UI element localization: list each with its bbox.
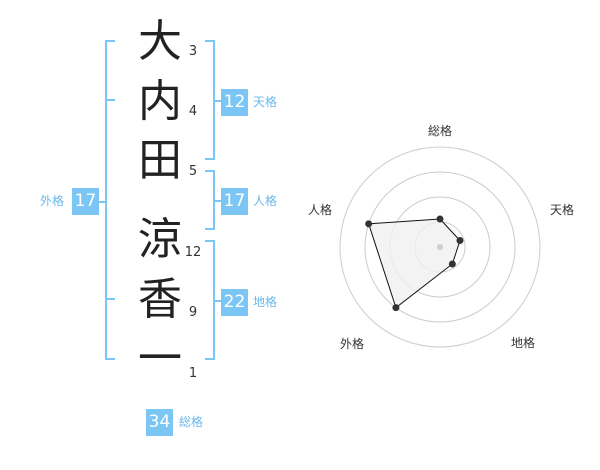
- jinkaku-connector: [215, 200, 221, 202]
- radar-label-jinkaku: 人格: [307, 203, 332, 217]
- gaikaku-value: 17: [72, 188, 99, 215]
- stroke-count-1: 3: [188, 44, 198, 59]
- radar-ring-3: [364, 171, 516, 323]
- stroke-count-6: 1: [188, 366, 198, 381]
- radar-point-5: [365, 220, 373, 228]
- soukaku-label: 総格: [179, 415, 204, 429]
- chikaku-label: 地格: [253, 295, 278, 309]
- radar-point-2: [456, 237, 464, 245]
- name-char-2: 内: [138, 76, 182, 127]
- chikaku-connector: [215, 300, 221, 302]
- chikaku-bracket: [205, 240, 215, 360]
- soukaku-value: 34: [146, 409, 173, 436]
- radar-center-dot: [437, 244, 443, 250]
- radar-point-3: [448, 260, 456, 268]
- stroke-count-5: 9: [188, 305, 198, 320]
- stroke-count-2: 4: [188, 104, 198, 119]
- tenkaku-value: 12: [221, 89, 248, 116]
- gaikaku-connector: [99, 201, 105, 203]
- radar-point-4: [392, 304, 400, 312]
- gaikaku-bracket-tick-top: [105, 99, 115, 101]
- name-char-4: 涼: [138, 214, 182, 265]
- tenkaku-bracket: [205, 40, 215, 160]
- radar-label-chikaku: 地格: [510, 336, 535, 350]
- radar-label-soukaku: 総格: [427, 124, 452, 138]
- radar-polygon: [367, 218, 461, 309]
- tenkaku-connector: [215, 100, 221, 102]
- jinkaku-label: 人格: [253, 194, 278, 208]
- name-char-1: 大: [138, 16, 182, 67]
- stroke-count-3: 5: [188, 164, 198, 179]
- radar-ring-4: [339, 146, 541, 348]
- stroke-count-4: 12: [184, 245, 202, 260]
- name-char-5: 香: [138, 274, 182, 325]
- gaikaku-bracket: [105, 40, 115, 360]
- jinkaku-bracket: [205, 170, 215, 230]
- radar-label-gaikaku: 外格: [339, 337, 364, 351]
- radar-label-tenkaku: 天格: [549, 203, 574, 217]
- gaikaku-label: 外格: [40, 194, 65, 208]
- jinkaku-value: 17: [221, 188, 248, 215]
- radar-point-1: [436, 215, 444, 223]
- tenkaku-label: 天格: [253, 95, 278, 109]
- chikaku-value: 22: [221, 289, 248, 316]
- name-char-6: 一: [138, 333, 182, 384]
- gaikaku-bracket-tick-bottom: [105, 298, 115, 300]
- name-char-3: 田: [138, 135, 182, 186]
